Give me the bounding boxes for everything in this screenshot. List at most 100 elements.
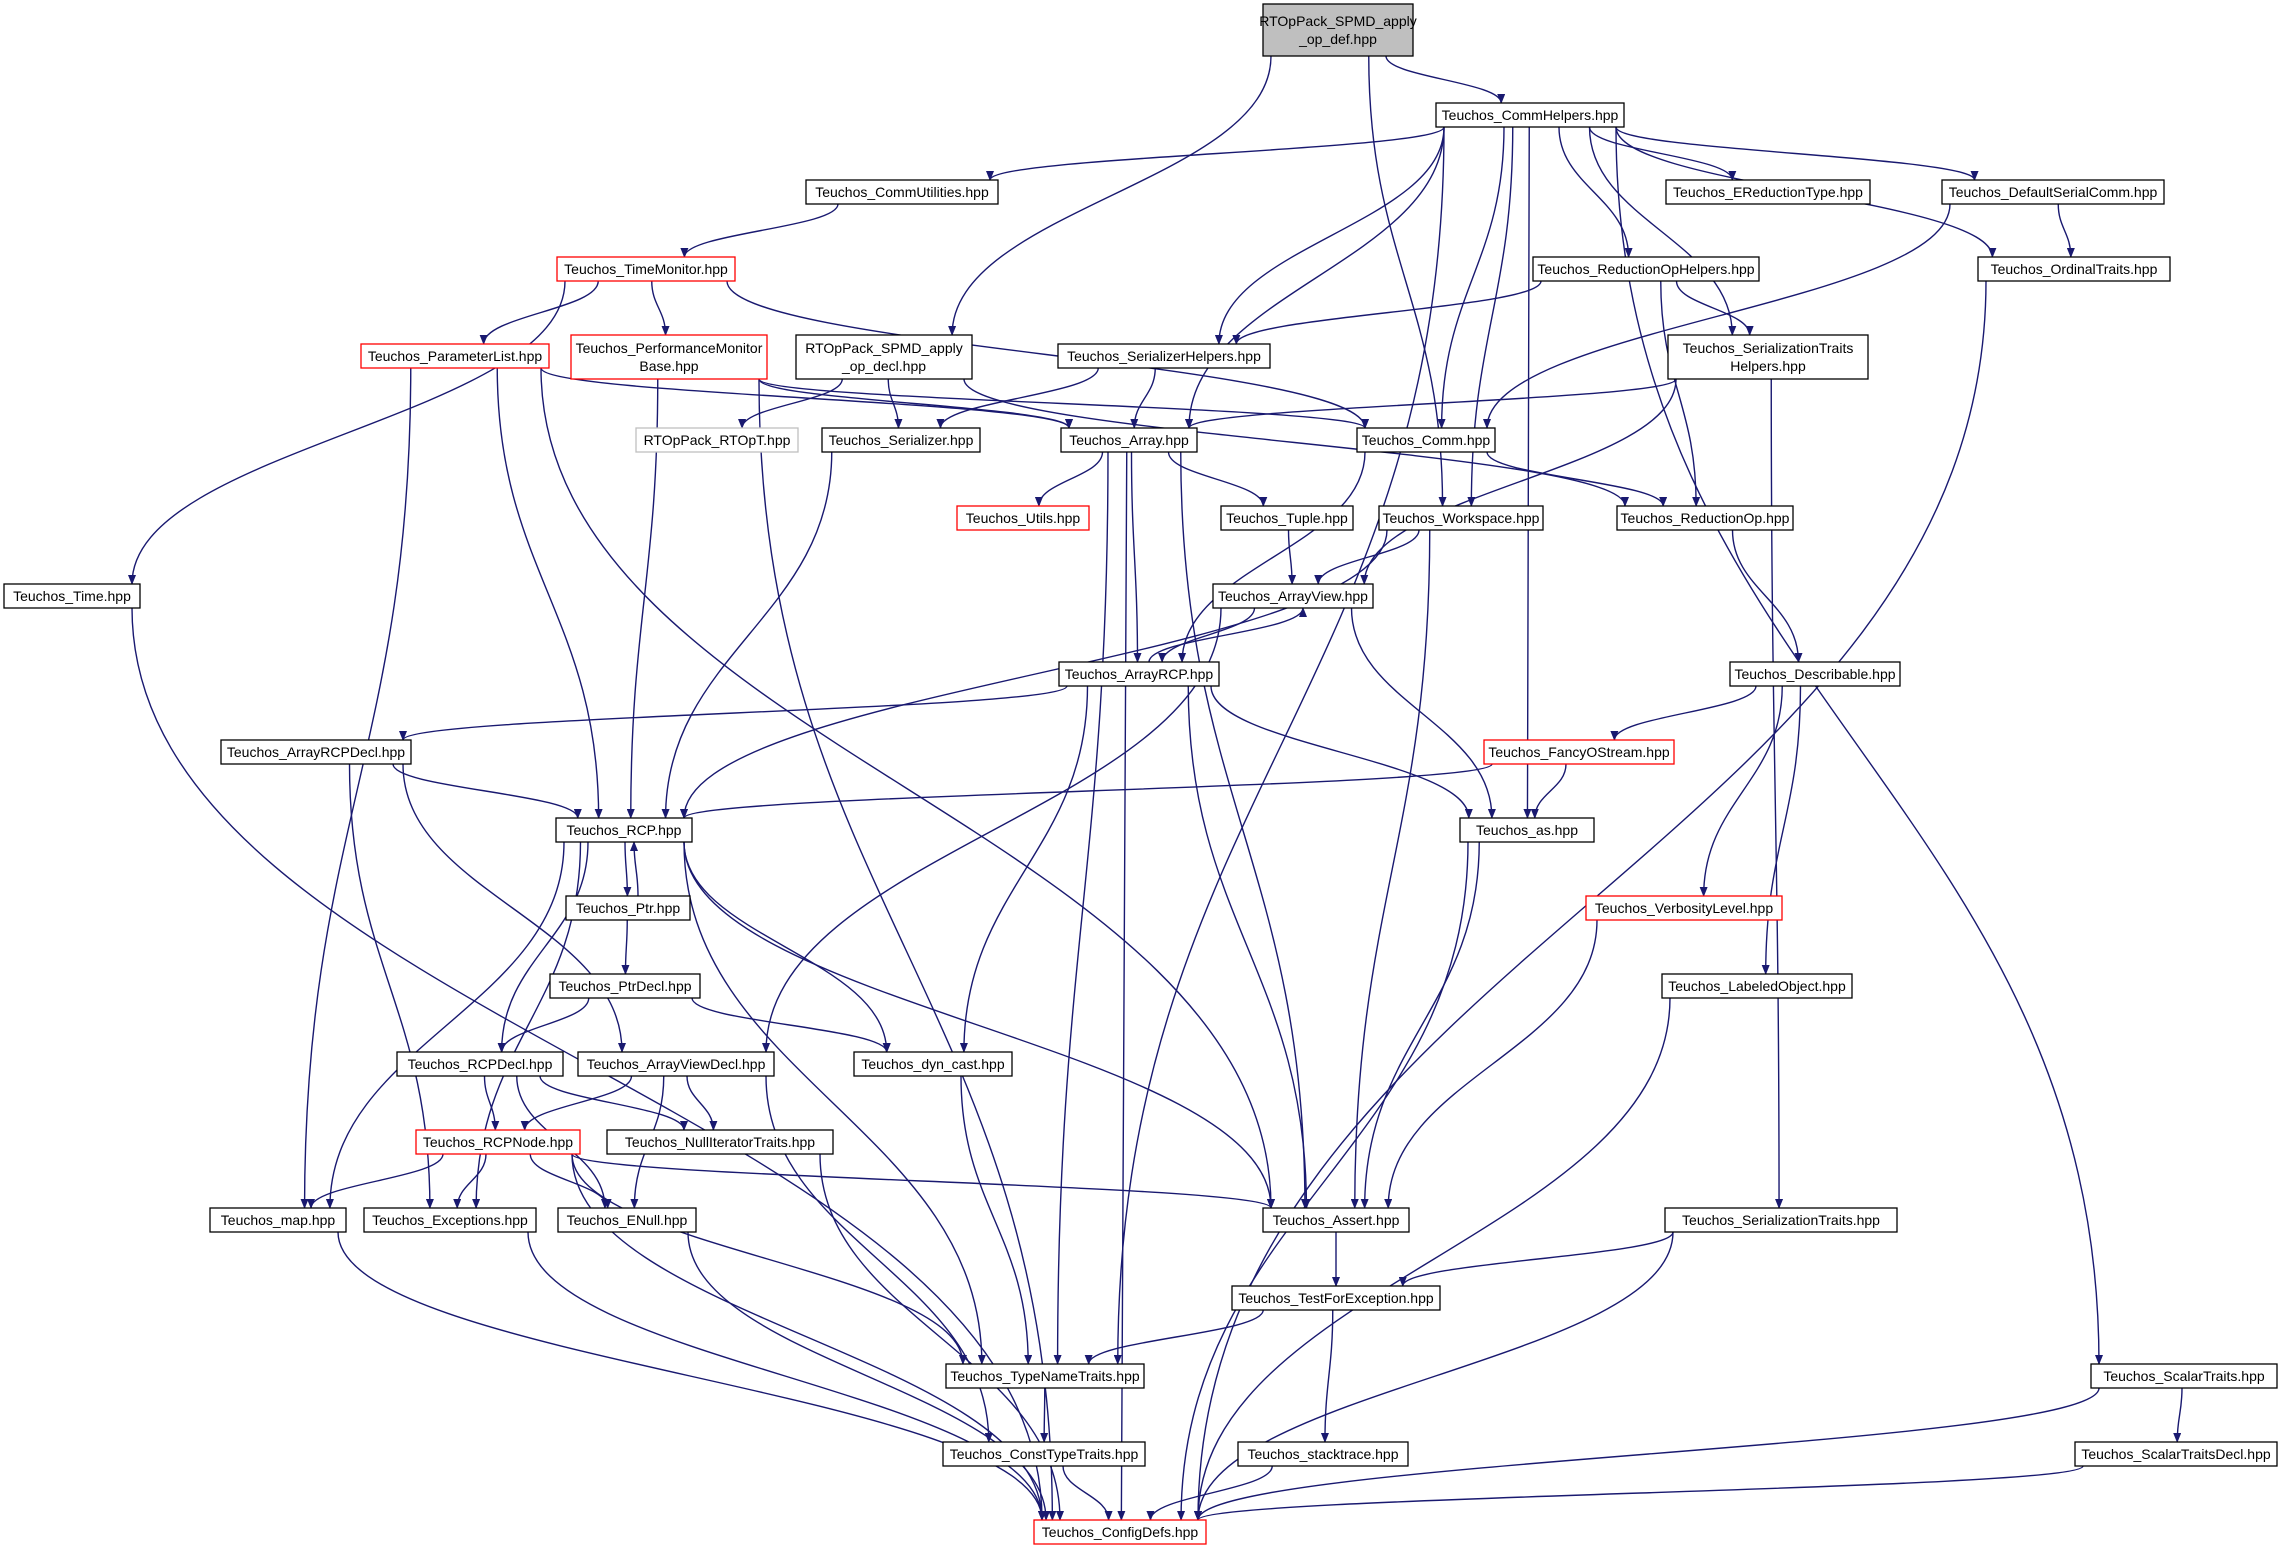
node-dyncast[interactable]: Teuchos_dyn_cast.hpp: [853, 1051, 1013, 1077]
node-rtopt[interactable]: RTOpPack_RTOpT.hpp: [635, 427, 799, 453]
node-box[interactable]: [821, 427, 981, 453]
node-box[interactable]: [570, 334, 768, 380]
node-describable[interactable]: Teuchos_Describable.hpp: [1729, 661, 1901, 687]
node-box[interactable]: [209, 1207, 347, 1233]
node-box[interactable]: [1356, 427, 1496, 453]
node-box[interactable]: [577, 1051, 775, 1077]
node-box[interactable]: [942, 1441, 1146, 1467]
node-box[interactable]: [220, 739, 412, 765]
node-arrayrcp[interactable]: Teuchos_ArrayRCP.hpp: [1058, 661, 1220, 687]
node-exceptions[interactable]: Teuchos_Exceptions.hpp: [363, 1207, 537, 1233]
node-box[interactable]: [396, 1051, 564, 1077]
node-box[interactable]: [945, 1363, 1145, 1389]
node-box[interactable]: [2074, 1441, 2278, 1467]
node-nulliteratortraits[interactable]: Teuchos_NullIteratorTraits.hpp: [606, 1129, 834, 1155]
node-box[interactable]: [565, 895, 691, 921]
node-consttypetraits[interactable]: Teuchos_ConstTypeTraits.hpp: [942, 1441, 1146, 1467]
node-box[interactable]: [1033, 1519, 1207, 1545]
node-map[interactable]: Teuchos_map.hpp: [209, 1207, 347, 1233]
node-ptr[interactable]: Teuchos_Ptr.hpp: [565, 895, 691, 921]
node-box[interactable]: [805, 179, 999, 205]
node-box[interactable]: [1585, 895, 1783, 921]
node-box[interactable]: [1237, 1441, 1409, 1467]
node-fancyostream[interactable]: Teuchos_FancyOStream.hpp: [1483, 739, 1675, 765]
node-commutilities[interactable]: Teuchos_CommUtilities.hpp: [805, 179, 999, 205]
node-box[interactable]: [1378, 505, 1544, 531]
node-serializationtraits[interactable]: Teuchos_SerializationTraits.hpp: [1664, 1207, 1898, 1233]
node-box[interactable]: [956, 505, 1090, 531]
node-scalartraits[interactable]: Teuchos_ScalarTraits.hpp: [2090, 1363, 2278, 1389]
node-box[interactable]: [1057, 343, 1271, 369]
node-box[interactable]: [1667, 334, 1869, 380]
node-box[interactable]: [1060, 427, 1198, 453]
node-scalartraitsdecl[interactable]: Teuchos_ScalarTraitsDecl.hpp: [2074, 1441, 2278, 1467]
node-box[interactable]: [1664, 1207, 1898, 1233]
node-box[interactable]: [556, 256, 736, 282]
node-root[interactable]: RTOpPack_SPMD_apply_op_def.hpp: [1259, 3, 1417, 57]
node-box[interactable]: [1262, 1207, 1410, 1233]
node-box[interactable]: [1058, 661, 1220, 687]
node-utils[interactable]: Teuchos_Utils.hpp: [956, 505, 1090, 531]
node-box[interactable]: [415, 1129, 581, 1155]
node-serializer[interactable]: Teuchos_Serializer.hpp: [821, 427, 981, 453]
node-tuple[interactable]: Teuchos_Tuple.hpp: [1220, 505, 1354, 531]
node-box[interactable]: [1532, 256, 1760, 282]
node-box[interactable]: [1435, 102, 1625, 128]
node-timemonitor[interactable]: Teuchos_TimeMonitor.hpp: [556, 256, 736, 282]
node-box[interactable]: [557, 1207, 697, 1233]
node-box[interactable]: [2090, 1363, 2278, 1389]
node-commhelpers[interactable]: Teuchos_CommHelpers.hpp: [1435, 102, 1625, 128]
node-box[interactable]: [1977, 256, 2171, 282]
node-testforexception[interactable]: Teuchos_TestForException.hpp: [1231, 1285, 1441, 1311]
node-box[interactable]: [1231, 1285, 1441, 1311]
node-ordinaltraits[interactable]: Teuchos_OrdinalTraits.hpp: [1977, 256, 2171, 282]
node-typenametraits[interactable]: Teuchos_TypeNameTraits.hpp: [945, 1363, 1145, 1389]
node-box[interactable]: [1941, 179, 2165, 205]
node-box[interactable]: [606, 1129, 834, 1155]
node-box[interactable]: [853, 1051, 1013, 1077]
node-box[interactable]: [1483, 739, 1675, 765]
node-array[interactable]: Teuchos_Array.hpp: [1060, 427, 1198, 453]
node-stacktrace[interactable]: Teuchos_stacktrace.hpp: [1237, 1441, 1409, 1467]
node-serializerhelpers[interactable]: Teuchos_SerializerHelpers.hpp: [1057, 343, 1271, 369]
node-ptrdecl[interactable]: Teuchos_PtrDecl.hpp: [549, 973, 701, 999]
node-box[interactable]: [1729, 661, 1901, 687]
node-rcp[interactable]: Teuchos_RCP.hpp: [555, 817, 693, 843]
node-labeledobject[interactable]: Teuchos_LabeledObject.hpp: [1661, 973, 1853, 999]
node-workspace[interactable]: Teuchos_Workspace.hpp: [1378, 505, 1544, 531]
node-ereductiontype[interactable]: Teuchos_EReductionType.hpp: [1665, 179, 1871, 205]
node-box[interactable]: [3, 583, 141, 609]
node-box[interactable]: [635, 427, 799, 453]
node-configdefs[interactable]: Teuchos_ConfigDefs.hpp: [1033, 1519, 1207, 1545]
node-arrayview[interactable]: Teuchos_ArrayView.hpp: [1212, 583, 1374, 609]
node-box[interactable]: [1616, 505, 1794, 531]
node-box[interactable]: [1220, 505, 1354, 531]
node-reductionop[interactable]: Teuchos_ReductionOp.hpp: [1616, 505, 1794, 531]
node-spmddecl[interactable]: RTOpPack_SPMD_apply_op_decl.hpp: [795, 334, 973, 380]
node-arrayrcpdecl[interactable]: Teuchos_ArrayRCPDecl.hpp: [220, 739, 412, 765]
node-box[interactable]: [1262, 3, 1414, 57]
node-enull[interactable]: Teuchos_ENull.hpp: [557, 1207, 697, 1233]
node-parameterlist[interactable]: Teuchos_ParameterList.hpp: [360, 343, 550, 369]
node-assert[interactable]: Teuchos_Assert.hpp: [1262, 1207, 1410, 1233]
node-box[interactable]: [360, 343, 550, 369]
node-time[interactable]: Teuchos_Time.hpp: [3, 583, 141, 609]
node-box[interactable]: [1459, 817, 1595, 843]
node-verbositylevel[interactable]: Teuchos_VerbosityLevel.hpp: [1585, 895, 1783, 921]
node-box[interactable]: [549, 973, 701, 999]
node-arrayviewdecl[interactable]: Teuchos_ArrayViewDecl.hpp: [577, 1051, 775, 1077]
node-box[interactable]: [795, 334, 973, 380]
node-box[interactable]: [1212, 583, 1374, 609]
node-box[interactable]: [363, 1207, 537, 1233]
node-box[interactable]: [1665, 179, 1871, 205]
node-as[interactable]: Teuchos_as.hpp: [1459, 817, 1595, 843]
node-box[interactable]: [1661, 973, 1853, 999]
node-defaultserialcomm[interactable]: Teuchos_DefaultSerialComm.hpp: [1941, 179, 2165, 205]
node-comm[interactable]: Teuchos_Comm.hpp: [1356, 427, 1496, 453]
node-rcpdecl[interactable]: Teuchos_RCPDecl.hpp: [396, 1051, 564, 1077]
node-rcpnode[interactable]: Teuchos_RCPNode.hpp: [415, 1129, 581, 1155]
node-reductionophelpers[interactable]: Teuchos_ReductionOpHelpers.hpp: [1532, 256, 1760, 282]
node-box[interactable]: [555, 817, 693, 843]
